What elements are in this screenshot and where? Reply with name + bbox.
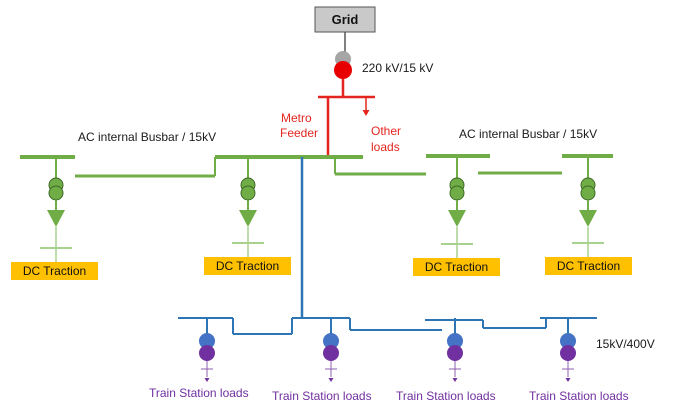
dc-traction-box: DC Traction [545, 257, 632, 275]
station-transformer-top [447, 333, 463, 349]
station-transformer-top [560, 333, 576, 349]
station-transformer-label: 15kV/400V [596, 337, 655, 351]
other-loads-label-line1: Other [371, 124, 402, 138]
station-unit [199, 318, 215, 382]
traction-unit [441, 157, 473, 258]
traction-unit [232, 157, 264, 257]
station-transformer-bottom [560, 345, 576, 361]
station-transformer-bottom [323, 345, 339, 361]
other-loads-label-line2: loads [371, 140, 400, 154]
rectifier-triangle [239, 210, 257, 227]
station-transformer-top [323, 333, 339, 349]
station-unit [323, 318, 339, 382]
station-units [199, 318, 576, 382]
metro-feeder-lines [318, 79, 375, 158]
traction-transformer-bottom [580, 185, 596, 201]
metro-feeder-label-line1: Metro [281, 111, 312, 125]
traction-transformer-bottom [240, 185, 256, 201]
main-transformer-secondary [334, 61, 352, 79]
grid-label: Grid [331, 12, 359, 27]
main-transformer-label: 220 kV/15 kV [362, 61, 434, 75]
station-load-arrow [328, 378, 334, 382]
station-load-arrow [452, 378, 458, 382]
rectifier-triangle [579, 210, 597, 227]
train-station-loads-label: Train Station loads [149, 386, 249, 400]
traction-transformer-bottom [48, 185, 64, 201]
traction-unit [40, 157, 72, 262]
station-unit [560, 318, 576, 382]
grid-box [314, 6, 376, 33]
station-unit [447, 318, 463, 382]
busbar-label-right: AC internal Busbar / 15kV [459, 127, 598, 141]
metro-feeder-label-line2: Feeder [280, 126, 319, 140]
station-transformer-top [199, 333, 215, 349]
station-busbars [178, 317, 597, 335]
dc-traction-box: DC Traction [413, 258, 500, 276]
other-loads-arrow [362, 110, 370, 116]
dc-traction-box: DC Traction [11, 262, 98, 280]
rectifier-triangle [448, 210, 466, 227]
traction-unit [572, 157, 604, 257]
dc-traction-box: DC Traction [204, 257, 291, 275]
train-station-loads-label: Train Station loads [272, 389, 372, 403]
traction-transformer-bottom [449, 185, 465, 201]
busbar-label-left: AC internal Busbar / 15kV [78, 130, 217, 144]
train-station-loads-label: Train Station loads [529, 389, 629, 403]
traction-units [40, 157, 604, 262]
station-load-arrow [565, 378, 571, 382]
station-transformer-bottom [199, 345, 215, 361]
ac-busbars [20, 154, 613, 178]
rectifier-triangle [47, 210, 65, 227]
station-transformer-bottom [447, 345, 463, 361]
train-station-loads-label: Train Station loads [396, 389, 496, 403]
station-load-arrow [204, 378, 210, 382]
